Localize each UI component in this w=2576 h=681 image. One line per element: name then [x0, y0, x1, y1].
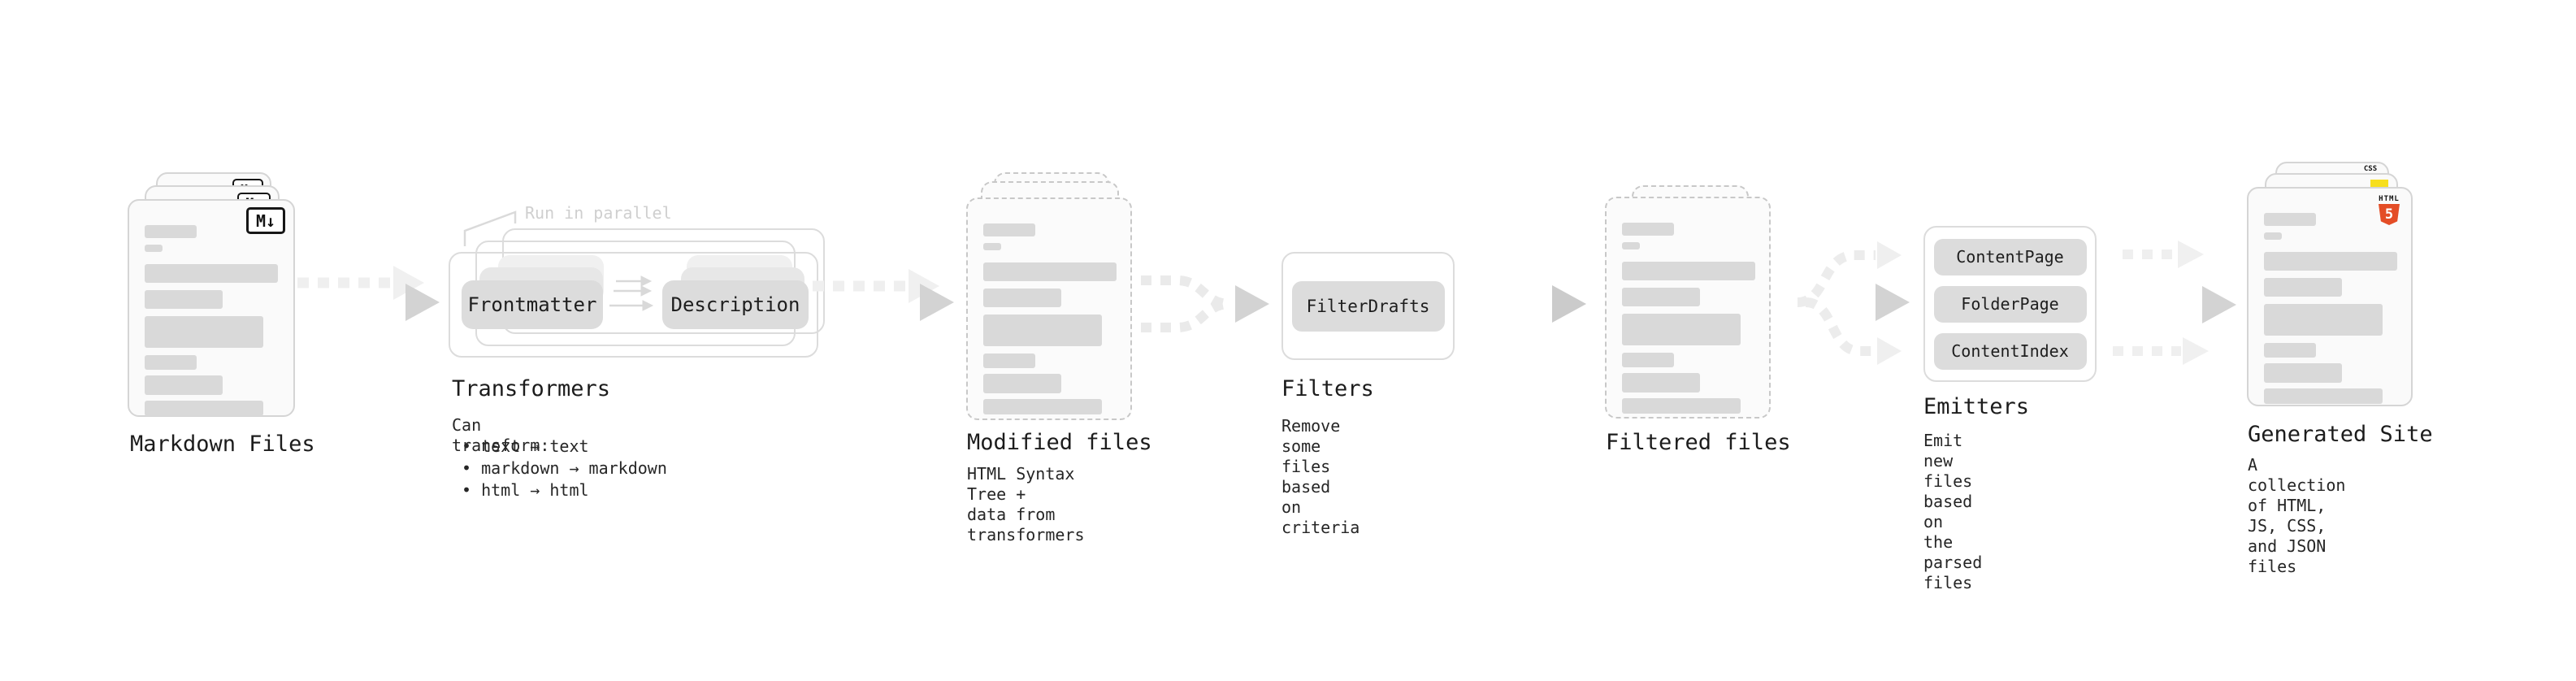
markdown-icon: M↓ — [246, 207, 285, 234]
bullet-item: • html → html — [462, 480, 589, 500]
skeleton-text-lines — [2264, 213, 2397, 404]
generated-file-card-front: HTML 5 — [2247, 187, 2413, 406]
connector-emitters-to-generated — [2105, 241, 2236, 365]
transformers-caption-title: Can transform: — [452, 415, 550, 455]
frontmatter-node: Frontmatter — [462, 280, 603, 329]
generated-site-label: Generated Site — [2248, 422, 2433, 447]
html5-icon-word: HTML — [2379, 195, 2400, 203]
html5-icon-shield: 5 — [2379, 204, 2400, 225]
connector-transformers-to-modified — [813, 269, 954, 321]
filter-drafts-node: FilterDrafts — [1291, 280, 1445, 332]
filtered-file-card-front — [1605, 197, 1771, 419]
filters-label: Filters — [1281, 376, 1374, 401]
skeleton-text-lines — [983, 223, 1117, 414]
content-index-node: ContentIndex — [1933, 332, 2087, 370]
bullet-item: • markdown → markdown — [462, 458, 667, 478]
generated-site-caption: A collection of HTML, JS, CSS, and JSON … — [2248, 455, 2346, 576]
css-icon-label: CSS — [2363, 165, 2378, 173]
connector-filtered-to-emitters — [1781, 241, 1910, 365]
emitters-group-box: ContentPage FolderPage ContentIndex — [1923, 226, 2097, 382]
content-page-node: ContentPage — [1933, 238, 2087, 275]
skeleton-text-lines — [1622, 223, 1755, 414]
markdown-files-label: Markdown Files — [130, 432, 315, 457]
markdown-file-card-front: M↓ — [128, 199, 295, 417]
modified-files-caption: HTML Syntax Tree + data from transformer… — [967, 464, 1085, 544]
description-node: Description — [662, 280, 809, 329]
run-in-parallel-annotation: Run in parallel — [525, 203, 672, 223]
bullet-item: • text → text — [462, 436, 589, 456]
connector-markdown-to-transformers — [297, 266, 440, 321]
emitters-caption: Emit new files based on the parsed files — [1923, 431, 1983, 592]
modified-files-label: Modified files — [967, 430, 1152, 455]
emitters-label: Emitters — [1923, 394, 2030, 419]
connector-filters-to-filtered — [1472, 285, 1586, 323]
transformers-label: Transformers — [452, 376, 611, 401]
filters-caption: Remove some files based on criteria — [1281, 416, 1360, 537]
filters-group-box: FilterDrafts — [1281, 252, 1455, 360]
filtered-files-label: Filtered files — [1606, 430, 1791, 455]
transformer-group-box-front — [449, 252, 818, 358]
html5-icon: HTML 5 — [2377, 195, 2401, 225]
connector-modified-to-filters — [1136, 275, 1269, 332]
modified-file-card-front — [966, 197, 1132, 420]
transformers-bullet-list: • text → text • markdown → markdown • ht… — [462, 436, 667, 501]
skeleton-text-lines — [145, 225, 278, 416]
folder-page-node: FolderPage — [1933, 285, 2087, 323]
